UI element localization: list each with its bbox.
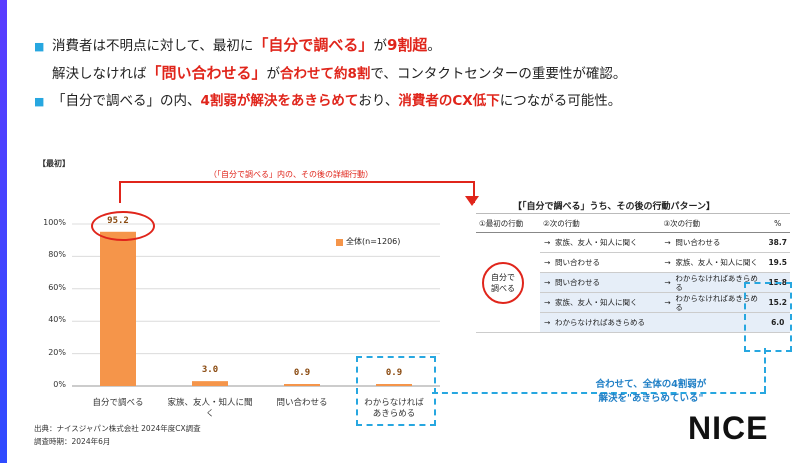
header-pct: % [765,213,790,233]
bullet-text: 。 [427,38,441,54]
bullet-square-icon: ■ [34,40,45,53]
header-step1: ①最初の行動 [476,213,540,233]
bullet-square-icon: ■ [34,95,45,108]
y-tick-label: 20% [48,347,66,357]
bullet-text: おり、 [358,93,399,109]
footer-period: 調査時期：2024年6月 [34,437,111,446]
pattern-arrow-icon: → [540,232,552,253]
blue-connector-vertical [764,348,766,392]
header-step2: ②次の行動 [540,213,661,233]
giveup-note-line2: 解決を"あきらめている" [598,393,704,404]
first-action-text: 自分で 調べる [491,273,515,293]
pattern-cell-step2: 問い合わせる [552,272,661,293]
bullet-text: につながる可能性。 [499,93,622,109]
bullet-highlight: 「問い合わせる」 [146,64,267,82]
pattern-cell-pct: 15.2 [765,292,790,313]
bullet-text: 消費者は不明点に対して、最初に [52,38,254,54]
bullet-text: が [373,38,387,54]
pattern-cell-step2: 家族、友人・知人に聞く [552,292,661,313]
nice-logo: NICE [688,410,769,446]
bullet-2: ■ 「自分で調べる」の内、4割弱が解決をあきらめており、消費者のCX低下につながる… [34,88,626,115]
legend-label: 全体(n=1206) [346,237,401,246]
bar [192,381,228,386]
data-label: 0.9 [385,368,403,378]
callout-arrow-icon [465,196,479,206]
y-tick-label: 80% [48,250,66,260]
pattern-arrow-icon [660,312,673,333]
y-tick-label: 40% [48,315,66,325]
bullet-text: 解決しなければ [52,66,147,82]
pattern-row: →わからなければあきらめる 6.0 [476,312,790,333]
pattern-cell-step3: 問い合わせる [672,232,766,253]
x-category-label: 自分で調べる [92,398,144,408]
x-category-label: 問い合わせる [276,398,328,408]
pattern-arrow-icon: → [660,292,673,313]
pattern-arrow-icon: → [540,292,552,313]
bar [100,231,136,386]
left-accent-bar [0,0,7,463]
bar [376,384,412,386]
bullet-highlight: 消費者のCX低下 [398,93,500,109]
pattern-arrow-icon: → [540,312,552,333]
pattern-cell-step3: わからなければあきらめる [672,272,766,293]
pattern-arrow-icon: → [540,272,552,293]
pattern-cell-pct: 19.5 [765,252,790,273]
pattern-arrow-icon: → [660,272,673,293]
bullet-highlight: 「自分で調べる」 [253,36,374,54]
footer-source: 出典：ナイスジャパン株式会社 2024年度CX調査 [34,424,201,433]
blue-connector-horizontal [432,392,766,394]
giveup-note: 合わせて、全体の4割弱が 解決を"あきらめている" [576,378,726,406]
y-tick-label: 60% [48,282,66,292]
bullet-highlight: 合わせて約8割 [280,66,371,82]
bullet-text: で、コンタクトセンターの重要性が確認。 [370,66,627,82]
pattern-cell-step3: 家族、友人・知人に聞く [672,252,766,273]
pattern-arrow-icon: → [660,252,673,273]
callout-text: （「自分で調べる」内の、その後の詳細行動） [205,169,377,180]
pattern-cell-pct: 6.0 [765,312,790,333]
chart-label: 【最初】 [38,159,70,168]
pattern-cell-step3: わからなければあきらめる [672,292,766,313]
pattern-cell-step3 [672,312,766,333]
data-label: 3.0 [201,365,219,376]
callout-bracket [119,181,475,203]
pattern-cell-step2: 家族、友人・知人に聞く [552,232,661,253]
x-category-label: 家族、友人・知人に聞く [167,398,253,419]
bar [284,384,320,386]
giveup-note-line1: 合わせて、全体の4割弱が [595,379,707,390]
bullet-1: ■ 消費者は不明点に対して、最初に「自分で調べる」が9割超。 [34,32,626,60]
first-action-circle: 自分で 調べる [482,262,524,304]
bullet-highlight: 4割弱が解決をあきらめて [200,93,359,109]
pattern-header-row: ①最初の行動 ②次の行動 ③次の行動 % [476,213,790,233]
highlight-circle [91,211,155,241]
header-step3: ③次の行動 [660,213,766,233]
pattern-cell-step2: 問い合わせる [552,252,661,273]
pct-highlight-box [744,282,792,352]
y-tick-label: 100% [43,218,66,227]
bullet-text: 「自分で調べる」の内、 [52,93,201,109]
pattern-arrow-icon: → [540,252,552,273]
x-category-label: わからなければ あきらめる [364,398,424,419]
bullet-1-continued: 解決しなければ「問い合わせる」が合わせて約8割で、コンタクトセンターの重要性が確… [34,60,626,88]
y-tick-label: 0% [53,380,66,389]
pattern-table: ①最初の行動 ②次の行動 ③次の行動 % →家族、友人・知人に聞く→問い合わせる… [476,213,790,333]
giveup-highlight-box [356,356,436,426]
bullet-text: が [266,66,281,82]
data-label: 0.9 [293,368,311,378]
pattern-arrow-icon: → [660,232,673,253]
pattern-title: 【「自分で調べる」うち、その後の行動パターン】 [513,202,716,212]
pattern-cell-pct: 38.7 [765,232,790,253]
pattern-cell-step2: わからなければあきらめる [552,312,661,333]
bullet-highlight: 9割超 [386,36,428,54]
chart-bars [100,231,412,386]
summary-bullets: ■消費者は不明点に対して、最初に「自分で調べる」が9割超。 解決しなければ「問い… [34,32,626,115]
legend-swatch [336,239,343,246]
